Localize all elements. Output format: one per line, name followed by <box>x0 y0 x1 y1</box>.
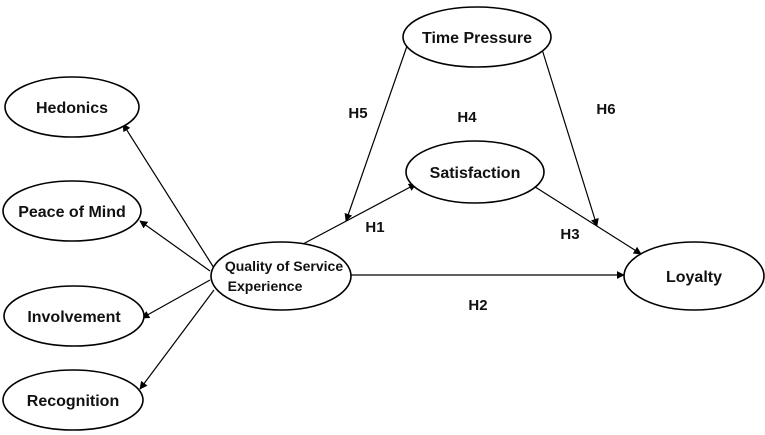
node-loyalty-label: Loyalty <box>666 269 722 286</box>
node-time-pressure: Time Pressure <box>402 6 552 68</box>
node-quality-of-service-experience: Quality of Service Experience <box>210 241 352 311</box>
hypothesis-h4-label: H4 <box>457 109 477 126</box>
hypothesis-h3-label: H3 <box>560 226 579 243</box>
edge-timepressure-h6 <box>540 45 599 227</box>
node-hedonics-label: Hedonics <box>36 100 108 117</box>
hypothesis-h6-label: H6 <box>596 101 615 118</box>
node-loyalty: Loyalty <box>623 241 765 311</box>
edge-qse-involvement <box>141 279 211 319</box>
node-qse-label-line2: Experience <box>228 278 303 294</box>
node-satisfaction: Satisfaction <box>405 140 545 204</box>
node-peace-of-mind: Peace of Mind <box>2 180 142 242</box>
hypothesis-h5-label: H5 <box>348 105 367 122</box>
edge-timepressure-h5 <box>344 45 408 222</box>
node-recognition-label: Recognition <box>27 393 119 410</box>
node-involvement: Involvement <box>3 285 145 347</box>
edge-satisfaction-loyalty <box>531 184 642 255</box>
edge-qse-satisfaction <box>302 183 417 245</box>
node-time-pressure-label: Time Pressure <box>422 30 532 47</box>
node-qse-label-line1: Quality of Service <box>225 258 343 274</box>
node-involvement-label: Involvement <box>27 309 121 326</box>
node-satisfaction-label: Satisfaction <box>430 165 521 182</box>
node-recognition: Recognition <box>2 369 144 431</box>
hypothesis-h1-label: H1 <box>365 219 384 236</box>
hypothesis-h2-label: H2 <box>468 297 487 314</box>
node-hedonics: Hedonics <box>4 76 140 138</box>
edge-qse-hedonics <box>122 123 215 269</box>
edge-qse-recognition <box>139 289 215 390</box>
edge-qse-peace-of-mind <box>139 220 211 272</box>
node-peace-of-mind-label: Peace of Mind <box>18 204 126 221</box>
